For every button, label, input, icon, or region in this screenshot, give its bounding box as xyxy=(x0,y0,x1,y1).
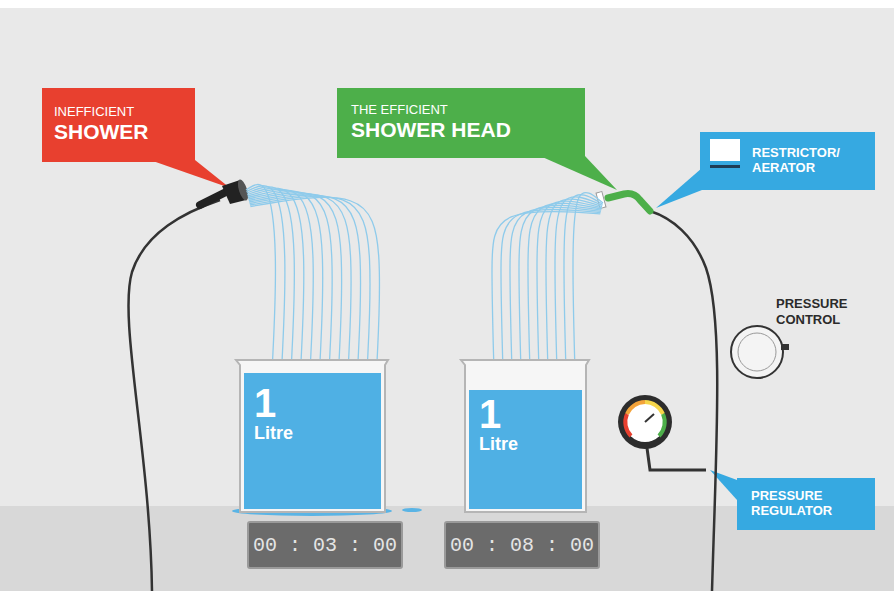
water-stream xyxy=(573,193,603,372)
water-level: 1Litre xyxy=(469,390,582,509)
water-stream xyxy=(519,205,601,372)
water-stream xyxy=(510,207,601,372)
water-stream xyxy=(546,199,602,372)
beaker xyxy=(236,360,388,512)
part-label: PRESSURE CONTROL xyxy=(776,296,881,327)
callout-box: THE EFFICIENTSHOWER HEAD xyxy=(337,88,585,158)
water-stream xyxy=(501,209,601,372)
water-stream xyxy=(246,186,285,372)
callout-box: PRESSURE REGULATOR xyxy=(737,478,875,530)
timer-display: 00 : 03 : 00 xyxy=(247,521,403,569)
restrictor-icon xyxy=(710,139,740,168)
callout-tail xyxy=(656,168,702,208)
callout-tail xyxy=(150,160,230,188)
water-stream xyxy=(248,192,332,372)
water-stream xyxy=(249,193,342,372)
top-strip xyxy=(0,0,894,8)
water-drop xyxy=(402,508,422,512)
label-text: THE EFFICIENT xyxy=(351,103,448,118)
label-text: Litre xyxy=(254,423,293,444)
timer-text: 00 : 08 : 00 xyxy=(450,534,594,557)
timer-display: 00 : 08 : 00 xyxy=(444,521,600,569)
water-stream xyxy=(247,187,295,372)
label-text: SHOWER HEAD xyxy=(351,118,511,142)
water-stream xyxy=(248,189,314,372)
label-text: Litre xyxy=(479,434,518,455)
water-stream xyxy=(537,201,602,372)
water-stream xyxy=(492,211,600,372)
efficient-shower-head xyxy=(596,191,650,211)
water-stream xyxy=(249,194,351,372)
water-stream xyxy=(528,203,602,372)
label-text: INEFFICIENT xyxy=(54,105,134,120)
water-stream xyxy=(246,185,275,372)
pressure-regulator-gauge xyxy=(618,395,706,470)
timer-text: 00 : 03 : 00 xyxy=(253,534,397,557)
callout-tail xyxy=(540,156,617,190)
water-stream xyxy=(250,197,379,372)
pressure-control-dial xyxy=(731,326,789,378)
label-text: 1 xyxy=(479,394,501,434)
shower-head xyxy=(200,178,250,205)
water-stream xyxy=(248,191,323,372)
water-spray xyxy=(246,185,603,372)
water-stream xyxy=(564,195,603,372)
water-stream xyxy=(250,195,361,372)
label-text: 1 xyxy=(254,383,276,423)
label-text: SHOWER xyxy=(54,120,149,144)
callout-box: INEFFICIENTSHOWER xyxy=(42,88,195,162)
water-level: 1Litre xyxy=(244,373,381,509)
water-stream xyxy=(247,188,304,372)
callout-box: RESTRICTOR/ AERATOR xyxy=(700,132,875,190)
beaker xyxy=(461,360,589,512)
label-text: PRESSURE REGULATOR xyxy=(751,489,865,519)
label-text: RESTRICTOR/ AERATOR xyxy=(752,146,867,176)
shower-hose xyxy=(128,200,220,591)
water-stream xyxy=(250,196,370,372)
water-stream xyxy=(555,197,602,372)
